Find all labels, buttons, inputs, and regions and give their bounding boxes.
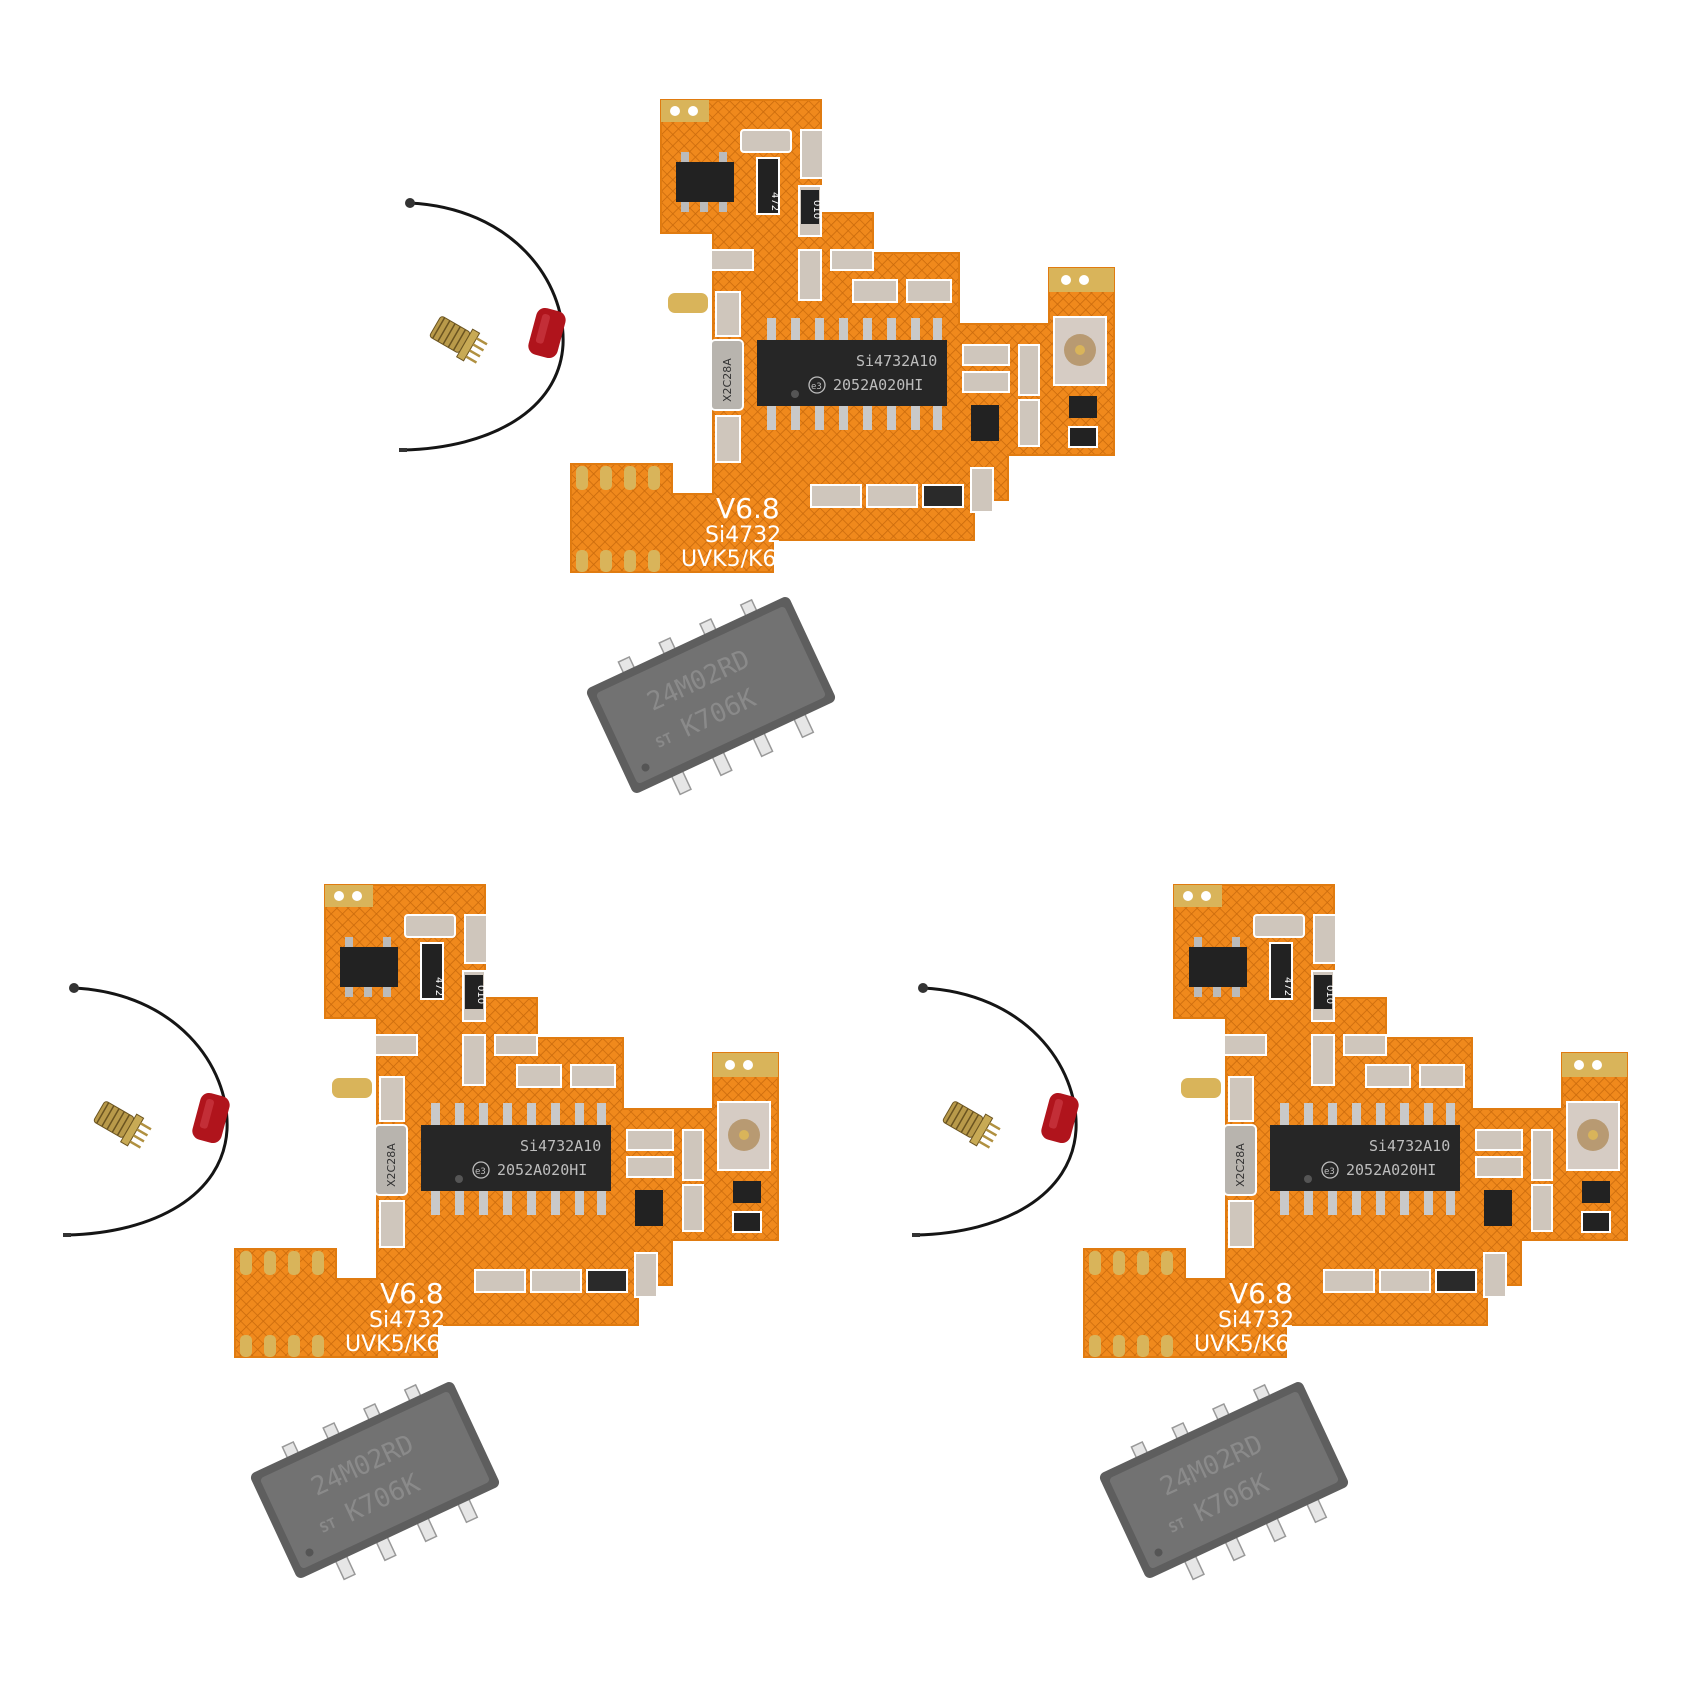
st-logo: ST — [317, 1515, 339, 1537]
ic-pins — [431, 1103, 606, 1215]
board-model-label: UVK5/K6 — [345, 1332, 440, 1357]
radio-mod-kit: 472 010 X2C28A Si4732A10 e3 2052A020HI V… — [912, 884, 1628, 1581]
resistor-label: 472 — [433, 977, 444, 996]
ic-pins — [767, 318, 942, 430]
kit-bottom-left: 472 010 X2C28A Si4732A10 e3 2052A020HI V… — [55, 875, 795, 1585]
ic-marking-line2: 2052A020HI — [497, 1161, 587, 1179]
side-gold-pad — [668, 293, 708, 313]
resistor-label: 010 — [811, 200, 822, 219]
gold-fingers — [240, 1251, 324, 1357]
sma-connector — [942, 1101, 1001, 1149]
crystal-label: X2C28A — [1234, 1143, 1247, 1187]
regulator-ic — [676, 162, 734, 202]
crystal-label: X2C28A — [385, 1143, 398, 1187]
radio-mod-kit: 472 010 X2C28A Si4732A10 e3 2052A020HI V… — [63, 884, 779, 1581]
resistor-label: 010 — [1324, 985, 1335, 1004]
antenna-cable — [912, 983, 1078, 1237]
side-gold-pad — [332, 1078, 372, 1098]
si4732-pcb-board: 472 010 X2C28A Si4732A10 e3 2052A020HI V… — [234, 884, 779, 1358]
kit-bottom-right: 472 010 X2C28A Si4732A10 e3 2052A020HI V… — [904, 875, 1644, 1585]
ic-marking-line1: Si4732A10 — [520, 1137, 601, 1155]
side-gold-pad — [1181, 1078, 1221, 1098]
board-chip-label: Si4732 — [1218, 1308, 1294, 1333]
si4732-ic — [757, 340, 947, 406]
antenna-cable — [399, 198, 565, 452]
crystal — [1223, 1124, 1257, 1196]
resistor-label: 010 — [475, 985, 486, 1004]
board-chip-label: Si4732 — [369, 1308, 445, 1333]
sma-connector — [429, 316, 488, 364]
kit-top: 472 010 X2C28A Si4732A10 e3 2052A020HI V… — [391, 90, 1131, 800]
red-dust-cap — [1041, 1092, 1079, 1144]
crystal — [710, 339, 744, 411]
red-dust-cap — [528, 307, 566, 359]
ic-logo: e3 — [475, 1167, 486, 1177]
resistor-label: 472 — [769, 192, 780, 211]
radio-mod-kit: 472 010 X2C28A Si4732A10 e3 2052A020HI V… — [399, 99, 1115, 796]
st-logo: ST — [1166, 1515, 1188, 1537]
st-logo: ST — [653, 730, 675, 752]
red-dust-cap — [192, 1092, 230, 1144]
board-chip-label: Si4732 — [705, 523, 781, 548]
board-version-label: V6.8 — [716, 492, 780, 525]
ic-logo: e3 — [811, 382, 822, 392]
regulator-ic — [1189, 947, 1247, 987]
crystal-label: X2C28A — [721, 358, 734, 402]
regulator-ic — [340, 947, 398, 987]
ic-marking-line2: 2052A020HI — [1346, 1161, 1436, 1179]
board-version-label: V6.8 — [1229, 1277, 1293, 1310]
board-model-label: UVK5/K6 — [681, 547, 776, 572]
board-version-label: V6.8 — [380, 1277, 444, 1310]
resistor-label: 472 — [1282, 977, 1293, 996]
si4732-ic — [421, 1125, 611, 1191]
eeprom-24m02-chip: 24M02RD ST K706K — [250, 1382, 500, 1581]
eeprom-24m02-chip: 24M02RD ST K706K — [1099, 1382, 1349, 1581]
eeprom-24m02-chip: 24M02RD ST K706K — [586, 597, 836, 796]
si4732-pcb-board: 472 010 X2C28A Si4732A10 e3 2052A020HI V… — [570, 99, 1115, 573]
ic-marking-line1: Si4732A10 — [856, 352, 937, 370]
antenna-cable — [63, 983, 229, 1237]
si4732-pcb-board: 472 010 X2C28A Si4732A10 e3 2052A020HI V… — [1083, 884, 1628, 1358]
gold-fingers — [1089, 1251, 1173, 1357]
ic-marking-line1: Si4732A10 — [1369, 1137, 1450, 1155]
ic-pins — [1280, 1103, 1455, 1215]
crystal — [374, 1124, 408, 1196]
gold-fingers — [576, 466, 660, 572]
si4732-ic — [1270, 1125, 1460, 1191]
board-model-label: UVK5/K6 — [1194, 1332, 1289, 1357]
sma-connector — [93, 1101, 152, 1149]
ic-logo: e3 — [1324, 1167, 1335, 1177]
ic-marking-line2: 2052A020HI — [833, 376, 923, 394]
